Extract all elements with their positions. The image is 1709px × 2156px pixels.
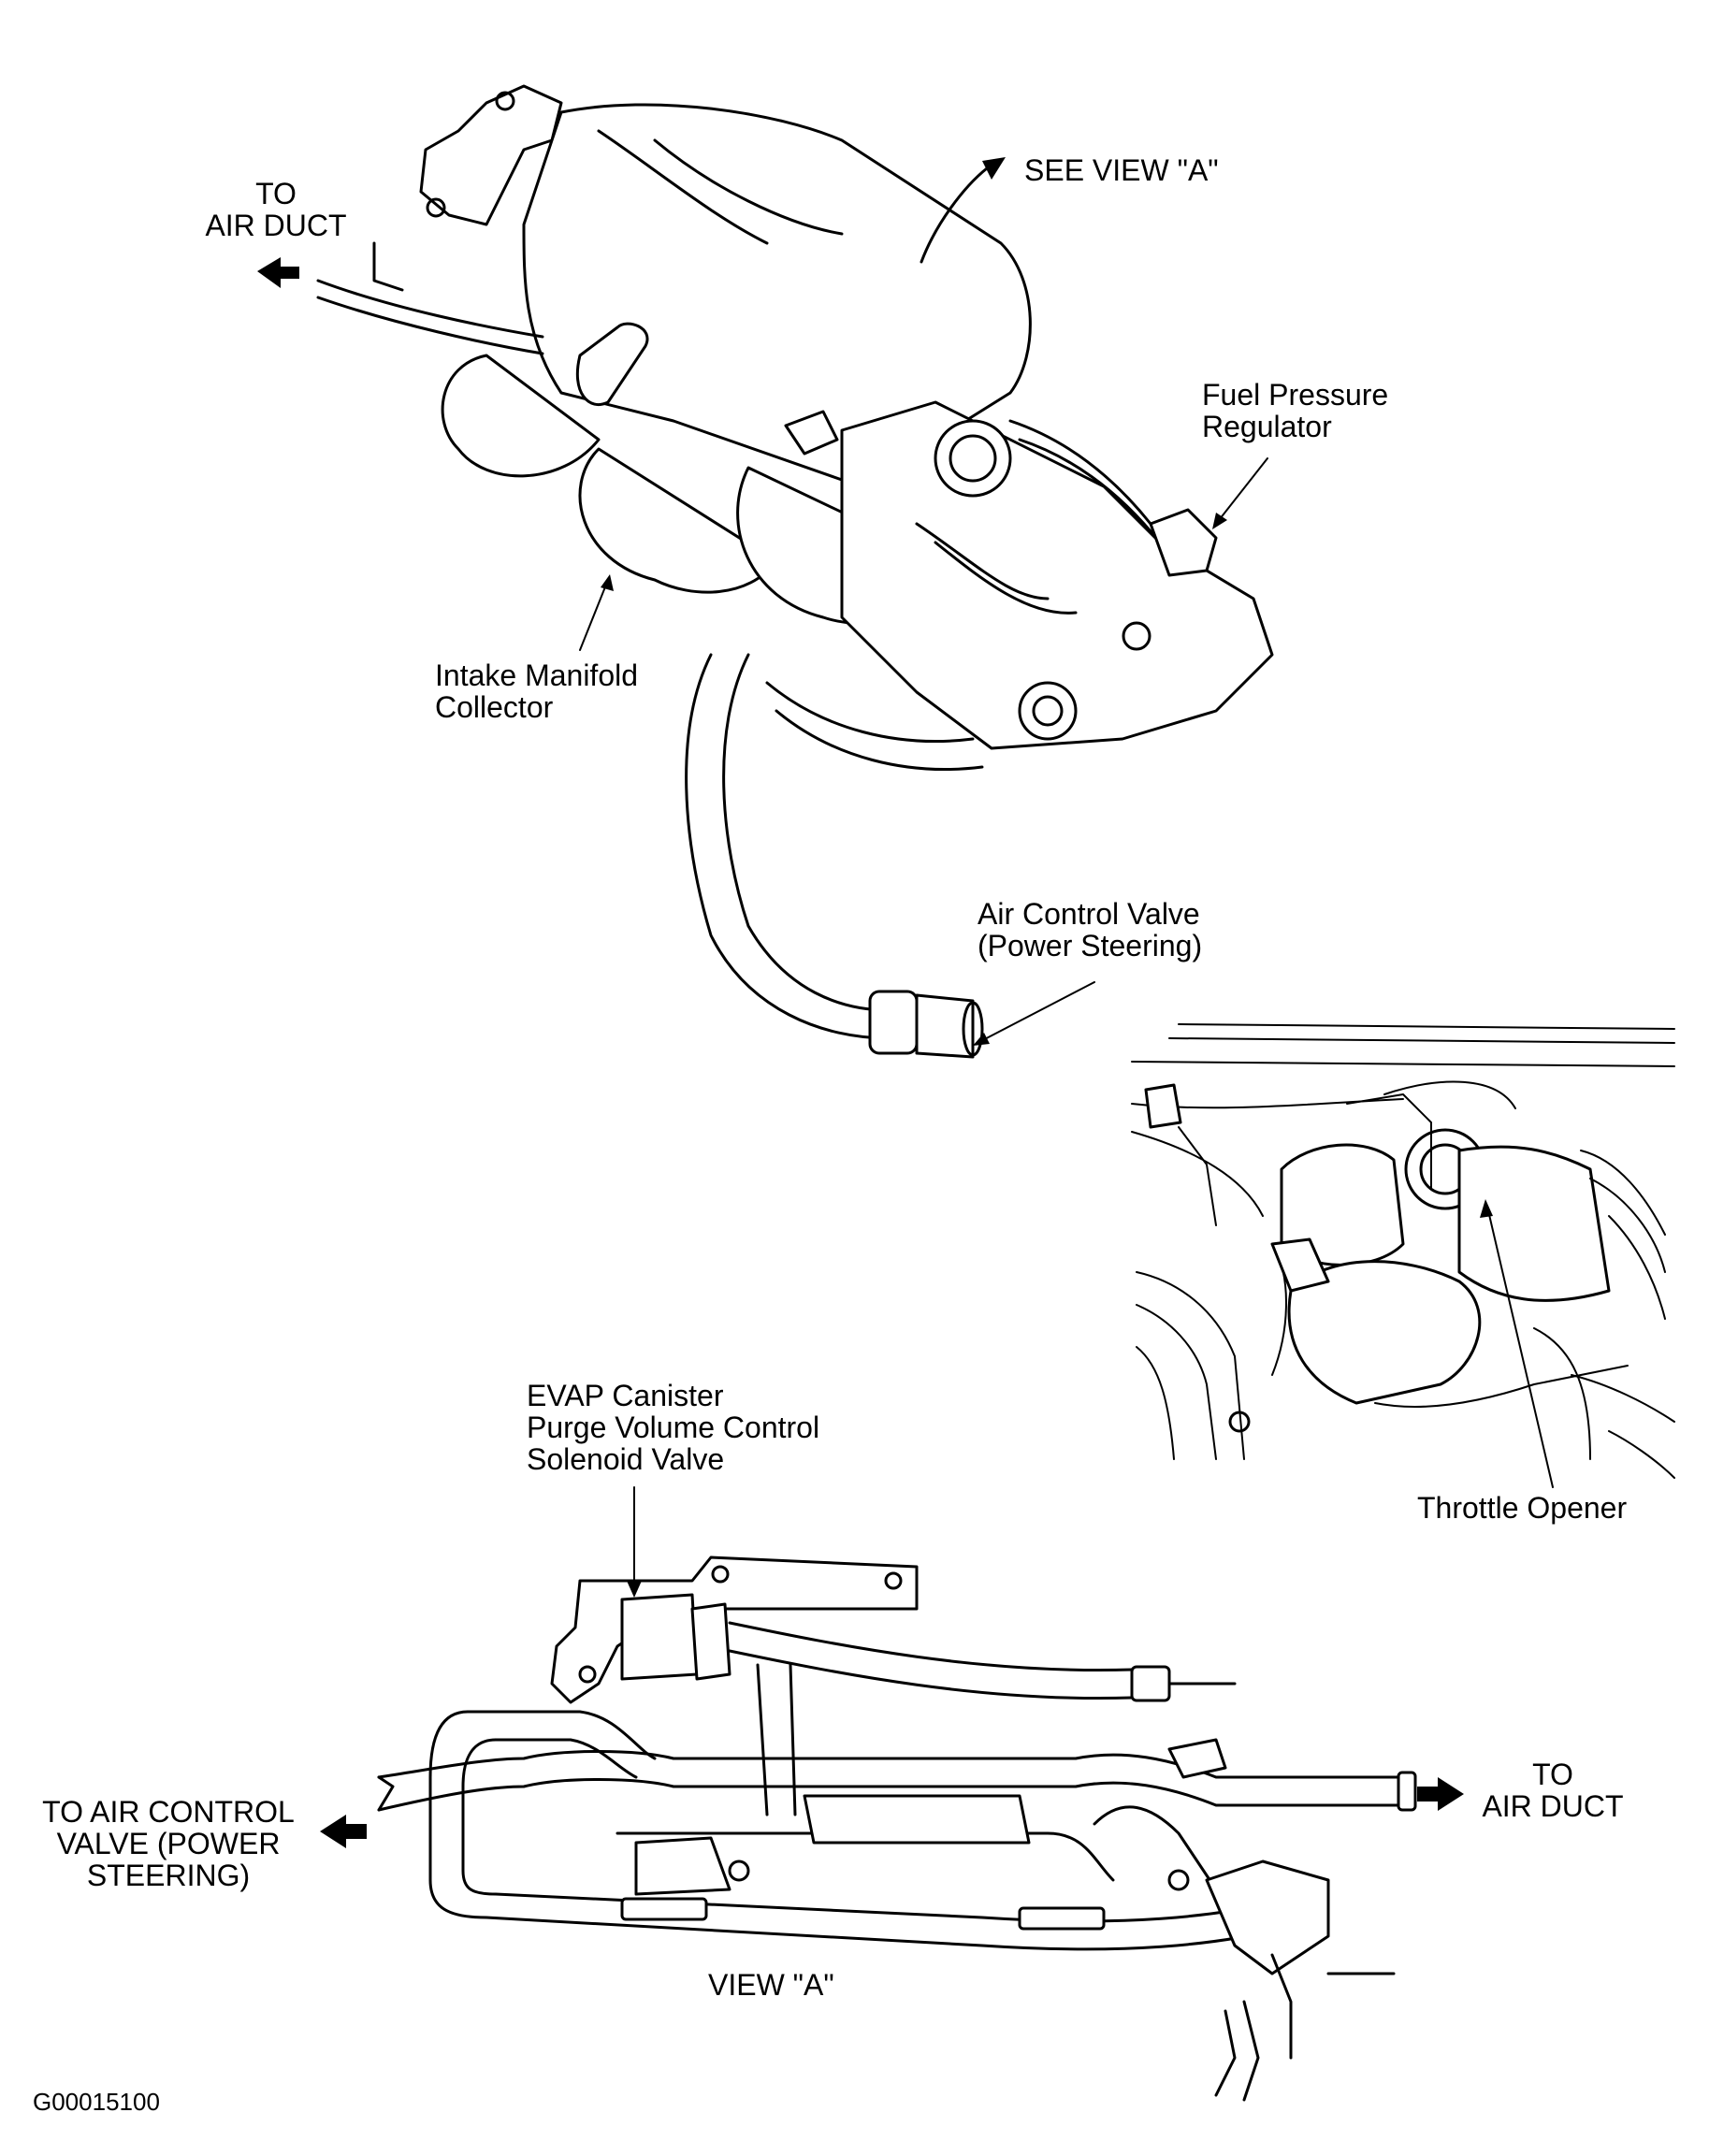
fuel-pressure-regulator-label: Fuel Pressure Regulator bbox=[1202, 378, 1389, 443]
view-a-label: VIEW "A" bbox=[708, 1968, 834, 2002]
top-arrows bbox=[257, 157, 1268, 1046]
to-air-duct-top-label: TO AIR DUCT bbox=[205, 177, 347, 242]
evap-canister-label: EVAP Canister Purge Volume Control Solen… bbox=[527, 1379, 820, 1476]
intake-manifold-collector-label: Intake Manifold Collector bbox=[435, 658, 639, 724]
figure-code-label: G00015100 bbox=[33, 2088, 160, 2116]
view-a-arrows bbox=[320, 1486, 1464, 1848]
throttle-opener-inset bbox=[1131, 1023, 1675, 1488]
to-air-control-valve-label: TO AIR CONTROL VALVE (POWER STEERING) bbox=[42, 1795, 295, 1892]
intake-manifold-drawing bbox=[316, 84, 1274, 1059]
see-view-a-label: SEE VIEW "A" bbox=[1024, 153, 1219, 187]
to-air-duct-bottom-label: TO AIR DUCT bbox=[1482, 1758, 1624, 1823]
throttle-opener-label: Throttle Opener bbox=[1417, 1491, 1628, 1525]
air-control-valve-label: Air Control Valve (Power Steering) bbox=[978, 897, 1203, 962]
view-a-drawing bbox=[377, 1556, 1417, 2102]
